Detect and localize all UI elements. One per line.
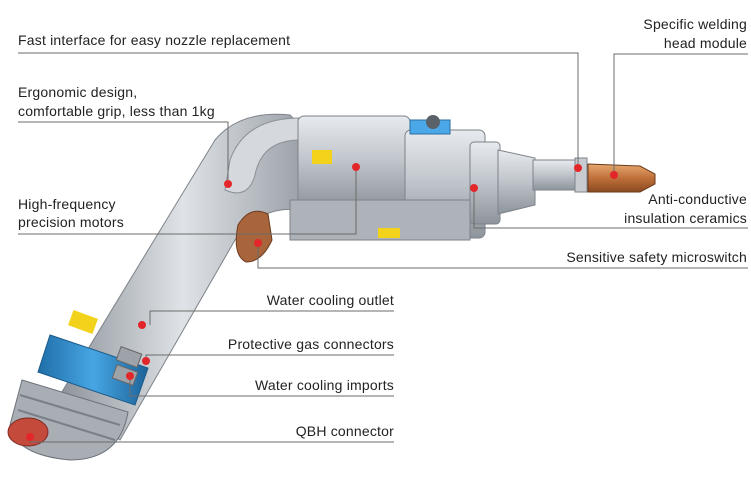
marker-motors bbox=[352, 163, 360, 171]
callout-water-imports: Water cooling imports bbox=[254, 377, 394, 393]
marker-welding-head bbox=[610, 171, 618, 179]
callout-microswitch: Sensitive safety microswitch bbox=[566, 249, 747, 265]
leader-welding-head bbox=[613, 53, 748, 175]
qbh-end bbox=[7, 379, 129, 461]
marker-water-outlet bbox=[138, 321, 146, 329]
callout-ceramics-line2: insulation ceramics bbox=[624, 210, 747, 226]
callout-nozzle-interface: Fast interface for easy nozzle replaceme… bbox=[18, 32, 291, 48]
leader-gas bbox=[145, 354, 394, 361]
leader-water-imports bbox=[129, 376, 394, 397]
marker-gas bbox=[142, 357, 150, 365]
copper-nozzle bbox=[587, 163, 656, 193]
callout-welding-head-line1: Specific welding bbox=[643, 16, 747, 32]
markers bbox=[26, 163, 618, 441]
callout-ergonomic-line1: Ergonomic design, bbox=[18, 84, 138, 100]
marker-water-imports bbox=[126, 372, 134, 380]
leader-nozzle-interface bbox=[18, 52, 579, 168]
marker-nozzle-interface bbox=[574, 164, 582, 172]
side-connectors bbox=[111, 346, 143, 386]
front-barrel bbox=[469, 141, 588, 225]
leader-lines bbox=[18, 52, 748, 443]
leader-motors bbox=[18, 167, 357, 235]
leader-ergonomic bbox=[18, 121, 229, 184]
callout-welding-head-line2: head module bbox=[663, 35, 747, 51]
leader-microswitch bbox=[257, 243, 748, 269]
callout-ceramics-line1: Anti-conductive bbox=[648, 191, 747, 207]
callout-gas-connectors: Protective gas connectors bbox=[227, 336, 394, 352]
callout-water-outlet: Water cooling outlet bbox=[266, 292, 394, 308]
callout-motors-line1: High-frequency bbox=[18, 196, 116, 212]
callout-motors-line2: precision motors bbox=[18, 214, 124, 230]
marker-ergonomic bbox=[224, 180, 232, 188]
leader-ceramics bbox=[473, 188, 748, 229]
marker-qbh bbox=[26, 433, 34, 441]
trigger bbox=[235, 210, 273, 263]
marker-ceramics bbox=[470, 184, 478, 192]
callout-qbh-connector: QBH connector bbox=[295, 423, 394, 439]
callout-ergonomic-line2: comfortable grip, less than 1kg bbox=[18, 103, 215, 119]
motor-housing bbox=[289, 115, 486, 241]
marker-microswitch bbox=[254, 239, 262, 247]
blue-collar bbox=[37, 310, 149, 406]
leader-water-outlet bbox=[149, 310, 394, 325]
